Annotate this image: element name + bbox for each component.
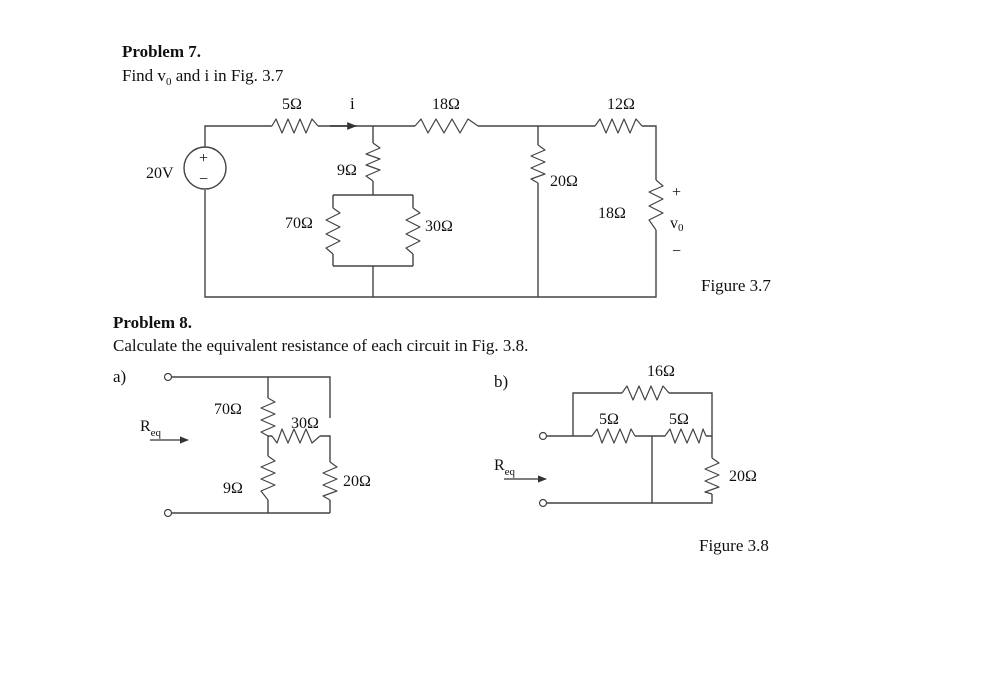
label-5-ohm: 5Ω bbox=[282, 96, 302, 113]
voltage-source bbox=[183, 146, 227, 190]
label-a-20-ohm: 20Ω bbox=[343, 473, 371, 490]
label-a-9-ohm: 9Ω bbox=[223, 480, 243, 497]
req-b-r: R bbox=[494, 457, 505, 474]
label-18-ohm-top: 18Ω bbox=[432, 96, 460, 113]
label-vo: v0 bbox=[670, 215, 684, 234]
wire-b-mid bbox=[635, 435, 665, 503]
problem8-title: Problem 8. bbox=[113, 313, 192, 332]
source-plus: + bbox=[199, 150, 208, 167]
wire-b-16 bbox=[572, 392, 713, 436]
label-a-70-ohm: 70Ω bbox=[214, 401, 242, 418]
label-vo-v: v bbox=[670, 215, 678, 232]
label-vo-plus: + bbox=[672, 184, 681, 201]
resistor-20 bbox=[530, 144, 546, 184]
wire-a-30-right bbox=[320, 435, 331, 462]
wire-left-top bbox=[204, 125, 272, 147]
problem7-prompt-v: Find v bbox=[122, 66, 166, 85]
terminal-a-top bbox=[163, 372, 173, 382]
resistor-9 bbox=[365, 142, 381, 182]
wire-left-bottom bbox=[204, 190, 657, 298]
req-a-r: R bbox=[140, 418, 151, 435]
label-20-ohm: 20Ω bbox=[550, 173, 578, 190]
label-20v: 20V bbox=[146, 165, 174, 182]
problem7-prompt-sub: 0 bbox=[166, 76, 172, 88]
part-b-label: b) bbox=[494, 372, 508, 391]
label-18-ohm-out: 18Ω bbox=[598, 205, 626, 222]
part-a-label: a) bbox=[113, 367, 126, 386]
resistor-18-top bbox=[414, 118, 479, 134]
terminal-a-bottom bbox=[163, 508, 173, 518]
resistor-a-30 bbox=[271, 428, 321, 444]
figure-3-8b-circuit: b) Req 16Ω 5Ω 5Ω 20Ω bbox=[494, 363, 757, 508]
resistor-b-20 bbox=[704, 457, 720, 495]
resistor-70 bbox=[325, 207, 341, 255]
resistor-a-20 bbox=[322, 461, 338, 501]
wire-top-end bbox=[642, 125, 657, 180]
wire-b-bottom bbox=[546, 494, 713, 504]
resistor-18-out bbox=[648, 179, 664, 231]
req-a-label: Req bbox=[140, 418, 162, 439]
resistor-b-5a bbox=[591, 428, 636, 444]
req-a-sub: eq bbox=[151, 427, 162, 439]
wire-a-mid bbox=[267, 435, 272, 456]
wire-a-bottom bbox=[172, 500, 331, 514]
wire-parallel-bottom bbox=[332, 254, 414, 297]
label-70-ohm: 70Ω bbox=[285, 215, 313, 232]
resistor-5 bbox=[271, 118, 319, 134]
label-9-ohm: 9Ω bbox=[337, 162, 357, 179]
req-b-label: Req bbox=[494, 457, 516, 478]
resistor-b-16 bbox=[621, 385, 670, 401]
label-vo-minus: − bbox=[672, 243, 681, 260]
resistor-30 bbox=[405, 207, 421, 255]
terminal-b-bottom bbox=[538, 498, 548, 508]
label-b-16-ohm: 16Ω bbox=[647, 363, 675, 380]
wire-parallel-top bbox=[332, 194, 414, 208]
label-a-30-ohm: 30Ω bbox=[291, 415, 319, 432]
req-b-sub: eq bbox=[505, 466, 516, 478]
figure-3-7-caption: Figure 3.7 bbox=[701, 276, 771, 295]
figure-3-7-circuit: + − 20V 5Ω i 18Ω 12Ω 9Ω 20Ω 70Ω 30Ω 18Ω … bbox=[146, 94, 684, 298]
figure-3-8-caption: Figure 3.8 bbox=[699, 536, 769, 555]
resistor-a-70 bbox=[260, 397, 276, 437]
resistor-12 bbox=[594, 118, 643, 134]
terminal-b-top bbox=[538, 431, 548, 441]
resistor-b-5b bbox=[664, 428, 707, 444]
label-b-20-ohm: 20Ω bbox=[729, 468, 757, 485]
label-current-i: i bbox=[350, 94, 355, 113]
label-b-5a-ohm: 5Ω bbox=[599, 411, 619, 428]
label-b-5b-ohm: 5Ω bbox=[669, 411, 689, 428]
problem7-prompt-rest: and i in Fig. 3.7 bbox=[171, 66, 283, 85]
wire-a-top bbox=[172, 376, 331, 418]
source-minus: − bbox=[199, 171, 208, 188]
wire-b-right bbox=[706, 435, 713, 458]
label-vo-sub: 0 bbox=[678, 222, 684, 234]
label-30-ohm: 30Ω bbox=[425, 218, 453, 235]
problem7-title: Problem 7. bbox=[122, 42, 201, 61]
label-12-ohm: 12Ω bbox=[607, 96, 635, 113]
problem7-prompt: Find v0 and i in Fig. 3.7 bbox=[122, 66, 284, 88]
resistor-a-9 bbox=[260, 455, 276, 501]
figure-3-8a-circuit: a) Req 70Ω 30Ω 9Ω 20Ω bbox=[113, 367, 371, 518]
problem8-prompt: Calculate the equivalent resistance of e… bbox=[113, 336, 528, 355]
